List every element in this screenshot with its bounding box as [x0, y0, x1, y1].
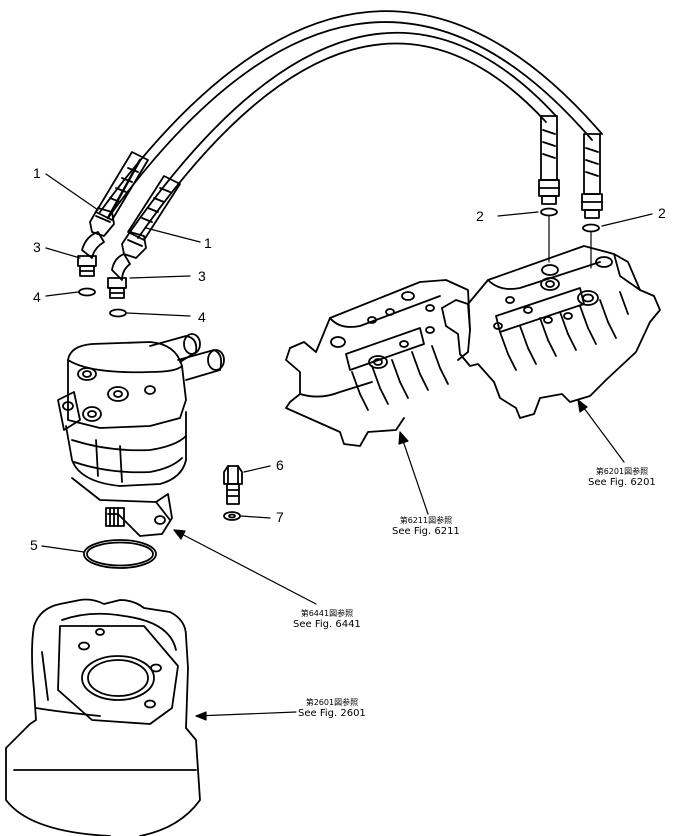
o-ring-large [83, 539, 157, 569]
elbow-left [77, 231, 105, 277]
o-ring-right [109, 308, 127, 318]
ref-fig-2601: 第2601図参照 See Fig. 2601 [298, 698, 366, 721]
washer [223, 511, 241, 521]
arrow-2601-line [195, 711, 297, 717]
hose-end-left-valve [538, 115, 560, 205]
callout-2a: 2 [476, 208, 484, 224]
ref-6441-jp: 第6441図参照 [300, 609, 354, 618]
leader-3a [45, 247, 81, 259]
leader-5 [41, 545, 85, 553]
callout-1a: 1 [33, 165, 41, 181]
callout-1b: 1 [204, 235, 212, 251]
bolt [223, 465, 243, 505]
reference-arrows [173, 399, 625, 721]
leader-4b [126, 312, 191, 317]
callout-7: 7 [276, 509, 284, 525]
ref-6201-jp: 第6201図参照 [595, 467, 649, 476]
ref-6201-en: See Fig. 6201 [588, 477, 656, 488]
elbow-right [107, 253, 131, 299]
hose-sleeve-right [127, 175, 181, 241]
leader-7 [240, 515, 271, 519]
leader-3b [129, 275, 191, 279]
callout-4b: 4 [198, 309, 206, 325]
leader-6 [243, 465, 271, 473]
hose-nut-left [89, 207, 115, 237]
leader-1b [145, 227, 201, 243]
o-ring-valve-left [540, 207, 558, 217]
ref-2601-en: See Fig. 2601 [298, 708, 366, 719]
hose-sleeve-left [95, 151, 149, 221]
callout-4a: 4 [33, 289, 41, 305]
o-ring-left [78, 287, 96, 297]
ref-fig-6441: 第6441図参照 See Fig. 6441 [293, 609, 361, 632]
leader-lines [41, 173, 653, 553]
callout-2b: 2 [658, 205, 666, 221]
arrow-6211-head [398, 431, 409, 445]
leader-2b [601, 213, 653, 227]
ref-6441-en: See Fig. 6441 [293, 619, 361, 630]
arrow-6211-line [399, 431, 429, 515]
leader-1a [45, 173, 99, 211]
hose-assembly-outer [99, 10, 603, 220]
hose-assembly-inner [129, 31, 557, 239]
arrow-6201-head [577, 399, 588, 413]
callout-3a: 3 [33, 239, 41, 255]
arrow-6441-line [173, 529, 317, 605]
callout-6: 6 [276, 457, 284, 473]
ref-fig-6201: 第6201図参照 See Fig. 6201 [588, 467, 656, 490]
callout-5: 5 [30, 537, 38, 553]
control-valve-right [441, 245, 661, 419]
leader-4a [45, 291, 79, 297]
ref-6211-jp: 第6211図参照 [399, 516, 453, 525]
o-ring-valve-right [582, 223, 600, 233]
ref-2601-jp: 第2601図参照 [305, 698, 359, 707]
ref-fig-6211: 第6211図参照 See Fig. 6211 [392, 516, 460, 539]
control-valve-left [285, 279, 471, 447]
callout-3b: 3 [198, 268, 206, 284]
arrow-6201-line [577, 399, 625, 463]
leader-2a [497, 211, 539, 217]
hose-end-right-valve [581, 133, 603, 219]
arrow-2601-head [195, 711, 207, 721]
swing-motor [57, 333, 225, 537]
arrow-6441-head [173, 529, 186, 540]
ref-6211-en: See Fig. 6211 [392, 526, 460, 537]
swing-machinery-case [5, 598, 201, 836]
